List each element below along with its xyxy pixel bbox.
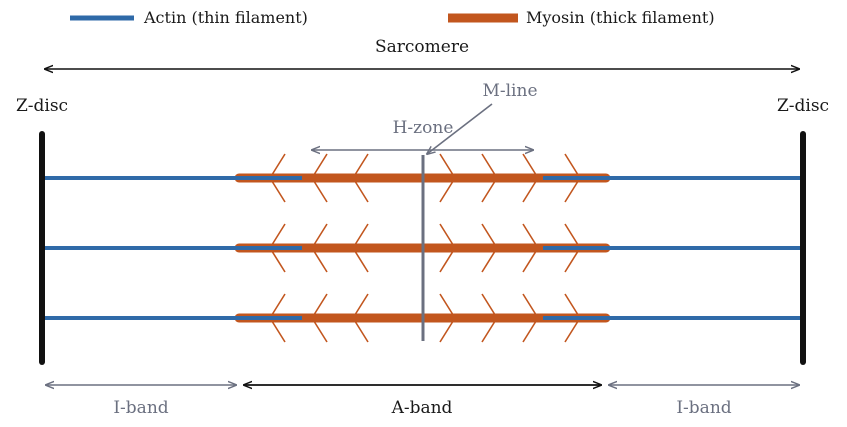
i-band-right-label: I-band xyxy=(676,398,731,418)
myosin-head xyxy=(311,293,328,319)
myosin-head xyxy=(481,293,498,319)
myosin-head xyxy=(352,247,369,273)
myosin-head xyxy=(311,317,328,343)
h-zone-label: H-zone xyxy=(393,118,454,138)
m-line-pointer xyxy=(427,103,493,154)
myosin-head xyxy=(564,223,581,249)
myosin-head xyxy=(439,223,456,249)
myosin-head xyxy=(352,153,369,179)
myosin-head xyxy=(352,317,369,343)
myosin-head xyxy=(522,177,539,203)
myosin-head xyxy=(269,317,286,343)
myosin-head xyxy=(439,317,456,343)
myosin-head xyxy=(269,177,286,203)
myosin-head xyxy=(352,293,369,319)
myosin-head xyxy=(564,317,581,343)
z-disc-left-label: Z-disc xyxy=(16,96,68,116)
legend: Actin (thin filament) Myosin (thick fila… xyxy=(70,8,715,27)
myosin-head xyxy=(481,177,498,203)
myosin-head xyxy=(564,153,581,179)
myosin-head xyxy=(269,247,286,273)
legend-myosin-label: Myosin (thick filament) xyxy=(526,8,715,27)
myosin-head xyxy=(439,177,456,203)
myosin-head xyxy=(311,247,328,273)
i-band-left-label: I-band xyxy=(113,398,168,418)
myosin-head xyxy=(269,153,286,179)
myosin-head xyxy=(522,317,539,343)
myosin-head xyxy=(352,223,369,249)
a-band-label: A-band xyxy=(391,398,453,418)
myosin-head xyxy=(439,293,456,319)
myosin-head xyxy=(481,153,498,179)
myosin-head xyxy=(481,317,498,343)
myosin-head xyxy=(522,293,539,319)
myosin-head xyxy=(522,223,539,249)
m-line-label: M-line xyxy=(482,81,537,101)
myosin-head xyxy=(439,247,456,273)
myosin-head xyxy=(564,177,581,203)
sarcomere-label: Sarcomere xyxy=(375,37,469,57)
myosin-head xyxy=(269,293,286,319)
z-disc-right-label: Z-disc xyxy=(777,96,829,116)
myosin-head xyxy=(481,247,498,273)
myosin-head xyxy=(522,247,539,273)
myosin-head xyxy=(311,153,328,179)
myosin-head xyxy=(564,247,581,273)
myosin-head xyxy=(564,293,581,319)
myosin-head xyxy=(522,153,539,179)
myosin-head xyxy=(352,177,369,203)
myosin-head xyxy=(481,223,498,249)
legend-actin-label: Actin (thin filament) xyxy=(143,8,308,27)
myosin-head xyxy=(269,223,286,249)
myosin-head xyxy=(311,223,328,249)
myosin-head xyxy=(311,177,328,203)
myosin-head xyxy=(439,153,456,179)
